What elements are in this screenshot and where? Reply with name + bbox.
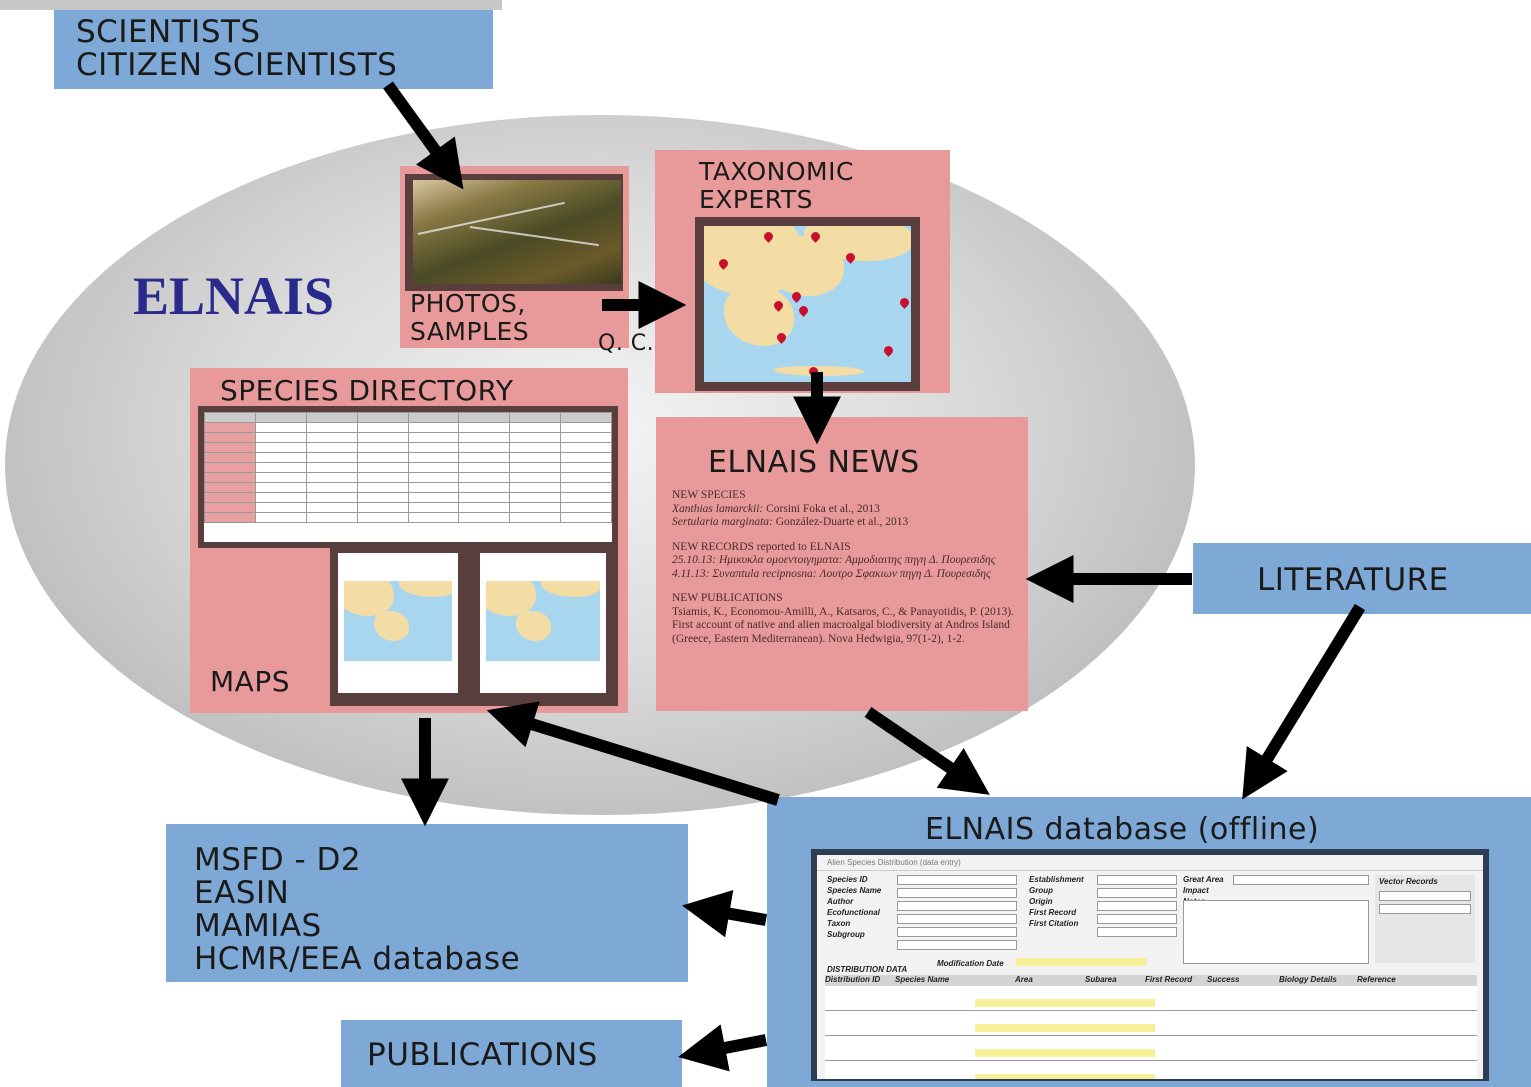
arrow-database-to-outputs (681, 890, 768, 938)
news-species-heading: NEW SPECIES (672, 489, 746, 501)
greece-map-frame (695, 217, 920, 391)
top-strip (0, 0, 502, 10)
maps-frame (330, 546, 618, 706)
scientists-box: SCIENTISTS CITIZEN SCIENTISTS (54, 10, 493, 89)
publications-label: PUBLICATIONS (367, 1037, 598, 1073)
greece-map (704, 226, 911, 382)
photos-label: PHOTOS, (410, 289, 526, 318)
mamias-label: MAMIAS (194, 908, 322, 944)
form-column-2: Establishment Group Origin First Record … (1029, 875, 1084, 928)
samples-label: SAMPLES (410, 317, 530, 346)
maps-label: MAPS (210, 665, 290, 698)
distribution-table: Distribution ID Species Name Area Subare… (825, 975, 1477, 1079)
vector-records-panel: Vector Records (1375, 875, 1475, 963)
taxonomic-experts-box: TAXONOMIC EXPERTS (655, 150, 950, 393)
database-label: ELNAIS database (offline) (925, 812, 1320, 847)
arrow-literature-to-database (1242, 603, 1366, 800)
news-content: NEW SPECIES Xanthias lamarckii: Corsini … (672, 489, 1017, 646)
form-fields-1 (897, 875, 1017, 950)
notes-field[interactable] (1183, 900, 1369, 964)
database-window-title: Alien Species Distribution (data entry) (817, 855, 1483, 871)
distribution-section-label: DISTRIBUTION DATA (827, 965, 908, 974)
hcmr-label: HCMR/EEA database (194, 941, 521, 977)
qc-label: Q. C. (598, 331, 655, 356)
news-record-2: 4.11.13: Συναπtula recipnosna: Λουτρο Σφ… (672, 567, 991, 580)
easin-label: EASIN (194, 875, 290, 911)
news-record-1: 25.10.13: Ημικυκλα ομοεντοιγηματα: Αμμοδ… (672, 554, 996, 566)
news-species-1: Xanthias lamarckii: Corsini Foka et al.,… (672, 502, 880, 515)
publications-box: PUBLICATIONS (341, 1020, 682, 1087)
citizen-scientists-label: CITIZEN SCIENTISTS (76, 47, 398, 83)
experts-label: EXPERTS (699, 185, 813, 214)
scientists-label: SCIENTISTS (76, 14, 261, 50)
distribution-map-2 (480, 553, 606, 693)
news-records-heading: NEW RECORDS reported to ELNAIS (672, 540, 851, 553)
news-publications-heading: NEW PUBLICATIONS (672, 592, 783, 604)
photos-samples-box: PHOTOS, SAMPLES (400, 166, 629, 348)
database-window: Alien Species Distribution (data entry) … (811, 849, 1489, 1081)
species-directory-box: SPECIES DIRECTORY (190, 368, 628, 713)
elnais-news-label: ELNAIS NEWS (708, 445, 920, 480)
elnais-news-box: ELNAIS NEWS NEW SPECIES Xanthias lamarck… (656, 417, 1028, 711)
form-column-1: Species ID Species Name Author Ecofuncti… (827, 875, 882, 939)
news-publication-1: Tsiamis, K., Economou-Amilli, A., Katsar… (672, 605, 1014, 645)
elnais-database-box: ELNAIS database (offline) Alien Species … (767, 797, 1531, 1087)
literature-box: LITERATURE (1193, 543, 1531, 614)
news-species-2: Sertularia marginata: González-Duarte et… (672, 516, 909, 528)
arrow-database-to-publications (678, 1024, 768, 1072)
modification-row: Modification Date (937, 953, 1177, 968)
msfd-label: MSFD - D2 (194, 842, 362, 878)
form-fields-2 (1097, 875, 1177, 937)
directory-table (204, 412, 612, 542)
elnais-logo: ELNAIS (133, 266, 335, 326)
species-directory-label: SPECIES DIRECTORY (220, 374, 514, 407)
distribution-map-1 (338, 553, 458, 693)
taxonomic-label: TAXONOMIC (699, 157, 854, 186)
directory-table-frame (198, 406, 618, 548)
great-area-field[interactable] (1233, 875, 1369, 885)
outputs-box: MSFD - D2 EASIN MAMIAS HCMR/EEA database (166, 824, 688, 982)
literature-label: LITERATURE (1257, 562, 1449, 598)
